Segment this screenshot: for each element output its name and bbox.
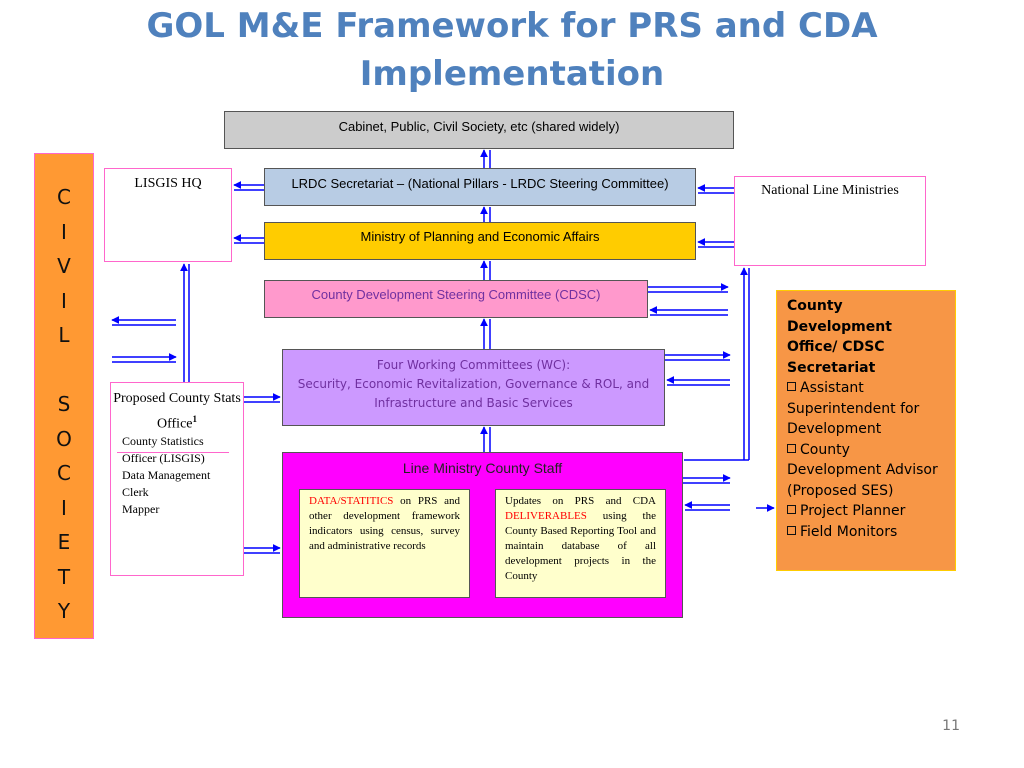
arrow-to-civil-society — [111, 316, 176, 326]
arrow-pcso-to-wc — [244, 393, 281, 403]
arrow-lrdc-to-lisgis — [233, 181, 264, 191]
national-line-ministries-box: National Line Ministries — [734, 176, 926, 266]
page-number: 11 — [942, 718, 960, 734]
pcso-title: Proposed County Stats Office1 — [111, 383, 243, 435]
arrow-wc-to-cdsc — [480, 318, 491, 349]
arrow-cdo-to-lmcs — [684, 501, 730, 511]
nlm-label: National Line Ministries — [761, 183, 899, 198]
cdo-item-label: Assistant Superintendent for Development — [787, 380, 920, 437]
working-committees-box: Four Working Committees (WC): Security, … — [282, 349, 665, 426]
checkbox-bullet-icon — [787, 525, 796, 535]
arrow-nlm-to-mpea — [697, 238, 734, 248]
arrow-wc-to-cdo — [665, 351, 731, 361]
arrow-lmcs-to-cdo — [683, 474, 731, 484]
pcso-staff-list: County Statistics Officer (LISGIS) Data … — [122, 433, 210, 518]
pcso-title-text: Proposed County Stats Office — [113, 391, 241, 432]
pcso-item: Data Management — [122, 468, 211, 482]
cdo-item: Assistant Superintendent for Development — [787, 378, 945, 440]
society-letter: C — [57, 461, 71, 485]
county-development-office-box: County Development Office/ CDSC Secretar… — [776, 290, 956, 571]
data-statistics-highlight: DATA/STATITICS — [309, 495, 394, 507]
cdsc-label: County Development Steering Committee (C… — [311, 287, 601, 302]
pcso-divider — [117, 452, 229, 453]
cdo-title: County Development Office/ CDSC Secretar… — [787, 298, 892, 376]
deliverables-text-rest: using the County Based Reporting Tool an… — [505, 510, 656, 582]
civil-society-bar: C I V I L S O C I E T Y — [34, 153, 94, 639]
arrow-pcso-up-to-lisgis — [180, 263, 190, 382]
wc-list: Security, Economic Revitalization, Gover… — [297, 377, 650, 410]
pcso-item: Clerk — [122, 485, 149, 499]
lmcs-title: Line Ministry County Staff — [402, 460, 563, 476]
pcso-item: County Statistics — [122, 434, 204, 448]
deliverables-box: Updates on PRS and CDA DELIVERABLES usin… — [495, 489, 666, 598]
checkbox-bullet-icon — [787, 443, 796, 453]
civil-gap — [35, 353, 93, 388]
arrow-cdsc-to-cdo — [648, 283, 729, 293]
deliverables-text-start: Updates on PRS and CDA — [505, 495, 656, 507]
data-statistics-text: on PRS and other development framework i… — [309, 495, 460, 552]
society-letter: Y — [57, 599, 71, 623]
cdo-item: County Development Advisor (Proposed SES… — [787, 440, 945, 502]
civil-letter: C — [57, 185, 71, 209]
society-letter: I — [61, 495, 67, 520]
wc-heading: Four Working Committees (WC): — [376, 358, 571, 372]
cdo-item-label: Project Planner — [800, 503, 906, 519]
arrow-lrdc-to-cabinet — [480, 149, 491, 168]
civil-letter: V — [57, 254, 71, 278]
proposed-county-stats-office-box: Proposed County Stats Office1 County Sta… — [110, 382, 244, 576]
slide-title: GOL M&E Framework for PRS and CDA Implem… — [146, 6, 878, 94]
cdo-item: Field Monitors — [787, 522, 945, 543]
arrow-mpea-to-left — [233, 234, 264, 244]
lrdc-label: LRDC Secretariat – (National Pillars - L… — [291, 176, 669, 191]
cabinet-label: Cabinet, Public, Civil Society, etc (sha… — [338, 119, 620, 134]
lisgis-label: LISGIS HQ — [134, 176, 202, 191]
arrow-mpea-to-lrdc — [480, 206, 491, 222]
arrow-civil-society-right — [112, 353, 177, 363]
cdo-item-label: County Development Advisor (Proposed SES… — [787, 441, 938, 499]
cdo-item: Project Planner — [787, 501, 945, 522]
lisgis-hq-box: LISGIS HQ — [104, 168, 232, 262]
cabinet-box: Cabinet, Public, Civil Society, etc (sha… — [224, 111, 734, 149]
mpea-label: Ministry of Planning and Economic Affair… — [360, 229, 600, 244]
civil-letter: I — [61, 219, 67, 244]
pcso-footnote: 1 — [192, 414, 198, 424]
arrow-cdo-to-cdsc — [649, 306, 728, 316]
arrow-lmcs-to-wc — [480, 426, 491, 452]
society-letter: S — [57, 392, 71, 416]
civil-letter: L — [58, 323, 70, 347]
arrow-cdsc-to-mpea — [480, 260, 491, 280]
data-statistics-box: DATA/STATITICS on PRS and other developm… — [299, 489, 470, 598]
checkbox-bullet-icon — [787, 382, 796, 391]
cdsc-box: County Development Steering Committee (C… — [264, 280, 648, 318]
society-letter: T — [57, 564, 71, 589]
pcso-item: Officer (LISGIS) — [122, 451, 205, 465]
deliverables-highlight: DELIVERABLES — [505, 510, 587, 522]
checkbox-bullet-icon — [787, 505, 796, 514]
society-letter: E — [57, 530, 71, 554]
line-ministry-county-staff-box: Line Ministry County Staff DATA/STATITIC… — [282, 452, 683, 618]
arrow-pcso-to-lmcs — [244, 544, 281, 554]
society-letter: O — [56, 426, 72, 451]
ministry-planning-box: Ministry of Planning and Economic Affair… — [264, 222, 696, 260]
pcso-item: Mapper — [122, 502, 160, 516]
arrow-cdo-to-wc — [666, 376, 730, 386]
cdo-item-label: Field Monitors — [800, 523, 898, 540]
arrow-nlm-to-lrdc — [697, 184, 734, 194]
lrdc-secretariat-box: LRDC Secretariat – (National Pillars - L… — [264, 168, 696, 206]
civil-letter: I — [61, 288, 67, 313]
arrow-lmcs-up-to-nlm — [684, 267, 750, 461]
